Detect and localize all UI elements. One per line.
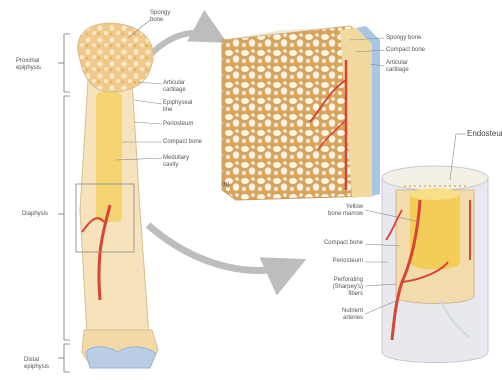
label-panel-b: (b) bbox=[222, 182, 229, 189]
label-perforating-fibers: Perforating (Sharpey's) fibers bbox=[300, 277, 363, 298]
connector-arrow-top bbox=[150, 33, 222, 55]
long-bone bbox=[76, 23, 158, 368]
shaft-cross-section bbox=[382, 166, 488, 363]
proximal-head bbox=[78, 23, 153, 92]
label-periosteum-c: Periosteum bbox=[300, 258, 363, 265]
medullary-cavity-shape bbox=[96, 92, 122, 222]
label-diaphysis: Diaphysis bbox=[22, 211, 48, 218]
label-compact-bone-a: Compact bone bbox=[163, 139, 202, 146]
label-medullary-cavity: Medullary cavity bbox=[163, 155, 189, 169]
label-epiphyseal-line: Epiphyseal line bbox=[163, 100, 192, 114]
distal-cartilage bbox=[86, 347, 156, 368]
label-spongy-bone-b: Spongy bone bbox=[386, 35, 421, 42]
label-yellow-bone-marrow: Yellow bone marrow bbox=[300, 204, 363, 218]
label-compact-bone-c: Compact bone bbox=[300, 240, 363, 247]
label-distal-epiphysis: Distal epiphysis bbox=[24, 357, 49, 371]
connector-arrow-bottom bbox=[148, 225, 300, 270]
label-articular-cartilage-a: Articular cartilage bbox=[163, 80, 186, 94]
label-articular-cartilage-b: Articular cartilage bbox=[386, 60, 409, 74]
label-spongy-bone-a: Spongy bone bbox=[150, 10, 170, 24]
label-compact-bone-b: Compact bone bbox=[386, 47, 425, 54]
label-proximal-epiphysis: Proximal epiphysis bbox=[16, 58, 41, 72]
label-nutrient-arteries: Nutrient arteries bbox=[300, 308, 363, 322]
label-endosteum: Endosteum bbox=[467, 129, 502, 138]
label-periosteum-a: Periosteum bbox=[163, 121, 193, 128]
region-brackets bbox=[58, 34, 70, 372]
